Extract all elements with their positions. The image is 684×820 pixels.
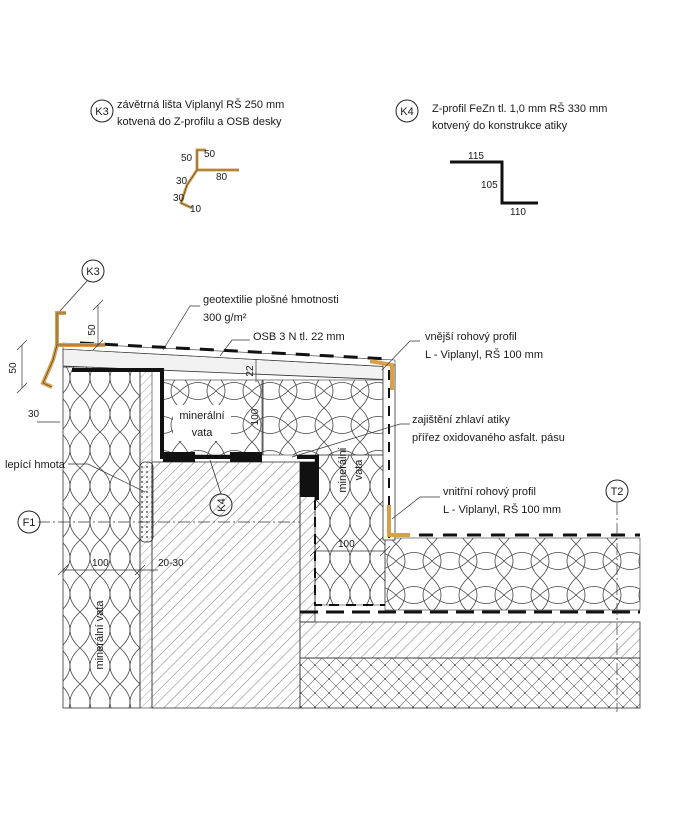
parapet-wool-cap: [262, 379, 384, 456]
z-profile: [72, 368, 262, 459]
wool-label-facade: minerální vata: [94, 600, 106, 670]
k4-tag: K4: [400, 106, 413, 118]
wool-label-right-2: vata: [353, 459, 365, 481]
inner-corner-profile: [387, 505, 410, 537]
k3-tag-circle: [90, 99, 114, 123]
section-drawing: F1 T2 K3 K4: [17, 259, 641, 712]
t2-tag: T2: [611, 486, 624, 498]
k4-profile-small: [450, 160, 538, 205]
wool-label-top-1: minerální: [179, 410, 224, 422]
outer-profile-label-2: L - Viplanyl, RŠ 100 mm: [425, 348, 543, 361]
roof-membrane-top: [79, 341, 391, 361]
geotextile-label-2: 300 g/m²: [203, 312, 247, 324]
facade-wool: [62, 366, 141, 709]
roof-slab: [299, 657, 641, 709]
k4-dim-a: 115: [468, 151, 484, 162]
k3-tag: K3: [95, 106, 108, 118]
concrete-wall: [151, 461, 301, 709]
k3-dim-c: 80: [216, 172, 228, 183]
dimension-lines: [16, 299, 391, 576]
outer-corner-profile: [369, 359, 394, 390]
dim-30: 30: [28, 409, 40, 420]
inner-profile-label-2: L - Viplanyl, RŠ 100 mm: [443, 503, 561, 516]
dim-50-top: 50: [87, 324, 98, 336]
dim-20-30: 20-30: [158, 558, 184, 569]
detail-k3: K3 závětrná lišta Viplanyl RŠ 250 mm kot…: [90, 98, 284, 215]
k3-dim-e: 30: [173, 193, 185, 204]
dim-100-right: 100: [338, 539, 355, 550]
roof-wool: [384, 537, 641, 611]
parapet-wool-right: [314, 454, 386, 606]
inner-profile-label-1: vnitřní rohový profil: [443, 486, 536, 498]
k3-dim-b: 50: [204, 149, 216, 160]
dim-22: 22: [245, 365, 256, 377]
k3-dim-a: 50: [181, 153, 193, 164]
geotextile-label-1: geotextilie plošné hmotnosti: [203, 294, 339, 306]
k4-dim-c: 110: [510, 207, 526, 218]
osb-label: OSB 3 N tl. 22 mm: [253, 331, 345, 343]
k3-line1: závětrná lišta Viplanyl RŠ 250 mm: [117, 98, 284, 111]
k4-dim-b: 105: [481, 180, 498, 191]
roof-slab-top: [299, 621, 641, 659]
secure-label-1: zajištění zhlaví atiky: [412, 414, 510, 426]
dimension-texts: 50 50 30 22 100 100 20-30 100: [8, 324, 355, 569]
dim-100-v: 100: [250, 408, 261, 425]
k4-callout: K4: [216, 498, 228, 511]
outer-profile-label-1: vnější rohový profil: [425, 331, 517, 343]
k3-dim-d: 30: [176, 176, 188, 187]
wool-label-right-1: minerální: [337, 447, 349, 492]
k4-line2: kotvený do konstrukce atiky: [432, 120, 568, 132]
detail-k4: K4 Z-profil FeZn tl. 1,0 mm RŠ 330 mm ko…: [395, 99, 607, 218]
k3-dim-f: 10: [190, 204, 202, 215]
wool-label-top-2: vata: [192, 427, 214, 439]
dim-50-left: 50: [8, 362, 19, 374]
annotations: geotextilie plošné hmotnosti 300 g/m² OS…: [5, 294, 565, 670]
f1-tag: F1: [23, 517, 36, 529]
glue-label: lepící hmota: [5, 459, 66, 471]
dim-100-left: 100: [92, 558, 109, 569]
k4-line1: Z-profil FeZn tl. 1,0 mm RŠ 330 mm: [432, 102, 607, 115]
secure-label-2: přířez oxidovaného asfalt. pásu: [412, 432, 565, 444]
glue-blob: [139, 461, 154, 543]
k3-callout: K3: [86, 266, 99, 278]
k3-line2: kotvená do Z-profilu a OSB desky: [117, 116, 282, 128]
